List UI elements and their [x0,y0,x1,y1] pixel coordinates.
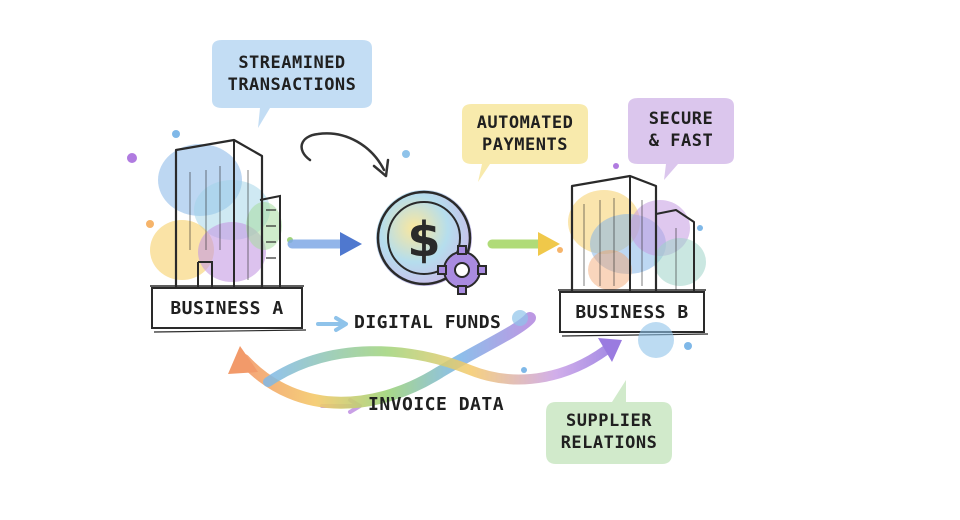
bubble-supplier-text: SUPPLIER RELATIONS [560,411,658,453]
bubble-secure-text: SECURE & FAST [648,109,714,151]
curved-arrow-icon [300,132,410,178]
business-b-box [558,289,709,337]
bubble-automated-text: AUTOMATED PAYMENTS [476,113,574,155]
business-a-label: BUSINESS A [170,297,284,319]
bubble-secure [628,98,734,180]
building-b-icon [557,163,706,298]
bubble-automated [462,104,588,182]
bubble-supplier [546,380,672,464]
svg-text:$: $ [407,212,440,268]
bubble-streamlined [212,40,372,128]
arrow-to-business-b [487,232,560,256]
rainbow-flow-arrow [228,310,692,409]
building-a-icon [127,130,293,290]
digital-funds-arrow [316,316,348,332]
business-a-box [150,285,307,333]
digital-funds-label: DIGITAL FUNDS [354,312,502,333]
arrow-to-coin [287,232,362,256]
business-b-label: BUSINESS B [575,301,689,323]
invoice-data-label: INVOICE DATA [368,394,505,415]
gear-icon [437,245,487,295]
bubble-streamlined-text: STREAMINED TRANSACTIONS [227,53,357,95]
